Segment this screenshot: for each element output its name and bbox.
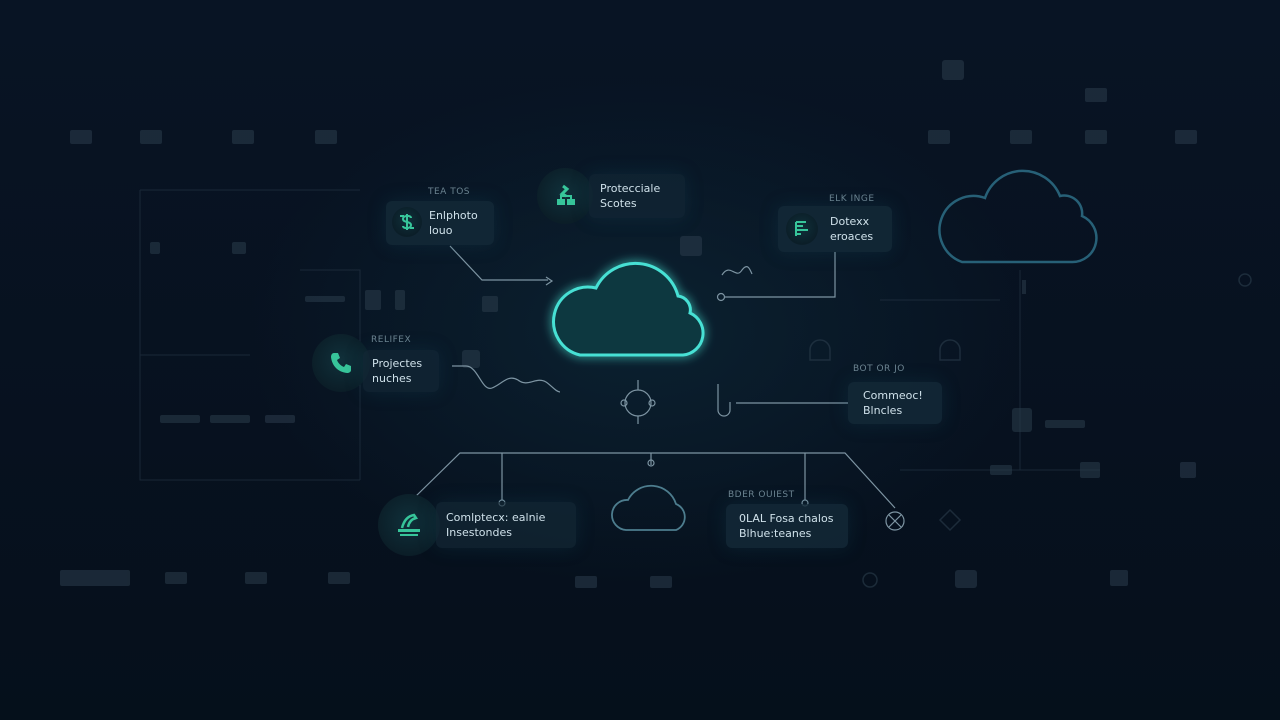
node-label: nuches xyxy=(372,372,412,385)
node-caption: BDER OUIEST xyxy=(728,490,795,500)
node-label: Commeoc! xyxy=(863,389,923,402)
cloud-icon xyxy=(938,169,1098,264)
node-label: Dotexx xyxy=(830,215,870,228)
node-label: Comlptecx: ealnie xyxy=(446,511,546,524)
node-caption: RELIFEX xyxy=(371,335,412,345)
node-label: Blncles xyxy=(863,404,903,417)
node-label: eroaces xyxy=(830,230,874,243)
node-label: Protecciale xyxy=(600,182,661,195)
node-card[interactable]: Projectes nuches xyxy=(363,350,439,392)
node-card[interactable]: 0LAL Fosa chalos Blhue:teanes xyxy=(726,504,848,548)
cloud-icon xyxy=(611,484,686,531)
node-label: Scotes xyxy=(600,197,637,210)
node-label: louo xyxy=(429,224,453,237)
hand-tray-icon xyxy=(378,494,440,556)
node-caption: BOT OR JO xyxy=(853,364,905,374)
node-card[interactable]: Dotexx eroaces xyxy=(778,206,892,252)
node-card[interactable]: Enlphoto louo xyxy=(386,201,494,245)
list-filter-icon xyxy=(786,213,818,245)
node-card[interactable]: Comlptecx: ealnie Insestondes xyxy=(436,502,576,548)
node-label: Blhue:teanes xyxy=(739,527,812,540)
node-label: Enlphoto xyxy=(429,209,478,222)
node-label: Insestondes xyxy=(446,526,512,539)
user-network-icon xyxy=(537,168,593,224)
dollar-tool-icon xyxy=(392,207,422,237)
node-caption: TEA TOS xyxy=(428,187,470,197)
node-card[interactable]: Commeoc! Blncles xyxy=(848,382,942,424)
central-cloud-icon xyxy=(552,261,705,357)
node-caption: ELK INGE xyxy=(829,194,875,204)
node-label: 0LAL Fosa chalos xyxy=(739,512,834,525)
node-label: Projectes xyxy=(372,357,423,370)
node-card[interactable]: Protecciale Scotes xyxy=(589,174,685,218)
phone-icon xyxy=(312,334,370,392)
